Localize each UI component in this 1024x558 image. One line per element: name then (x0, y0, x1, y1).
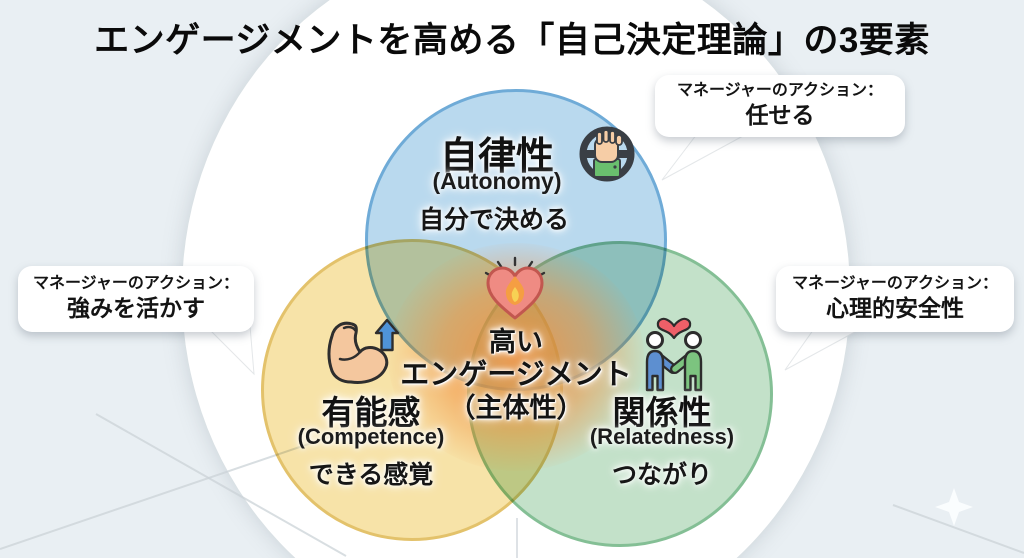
autonomy-english: (Autonomy) (432, 168, 562, 194)
competence-english: (Competence) (297, 424, 445, 449)
callout-autonomy: マネージャーのアクション： 任せる (655, 75, 905, 137)
callout-competence-label: マネージャーのアクション： (32, 275, 240, 293)
callout-autonomy-action: 任せる (745, 102, 815, 129)
competence-name: 有能感 (321, 394, 421, 431)
burning-heart-icon (484, 256, 546, 320)
relatedness-name: 関係性 (612, 394, 712, 431)
relatedness-english: (Relatedness) (589, 424, 735, 449)
competence-desc: できる感覚 (308, 461, 434, 489)
center-line2: エンゲージメント (400, 359, 632, 391)
autonomy-desc: 自分で決める (418, 206, 570, 234)
callout-competence-action: 強みを活かす (67, 295, 205, 322)
callout-autonomy-label: マネージャーのアクション： (676, 82, 884, 100)
relatedness-desc: つながり (611, 461, 713, 489)
sparkle-icon (935, 488, 973, 526)
flexed-biceps-icon (327, 318, 400, 384)
handshake-people-icon (645, 317, 703, 392)
callout-competence: マネージャーのアクション： 強みを活かす (18, 266, 254, 332)
center-line3: （主体性） (448, 393, 584, 423)
center-line1: 高い (489, 327, 543, 357)
callout-relatedness-label: マネージャーのアクション： (791, 275, 999, 293)
autonomy-name: 自律性 (439, 136, 555, 178)
callout-relatedness-action: 心理的安全性 (826, 295, 964, 322)
steering-wheel-icon (579, 126, 635, 182)
callout-relatedness: マネージャーのアクション： 心理的安全性 (776, 266, 1014, 332)
page-title: エンゲージメントを高める「自己決定理論」の3要素 (94, 21, 930, 60)
